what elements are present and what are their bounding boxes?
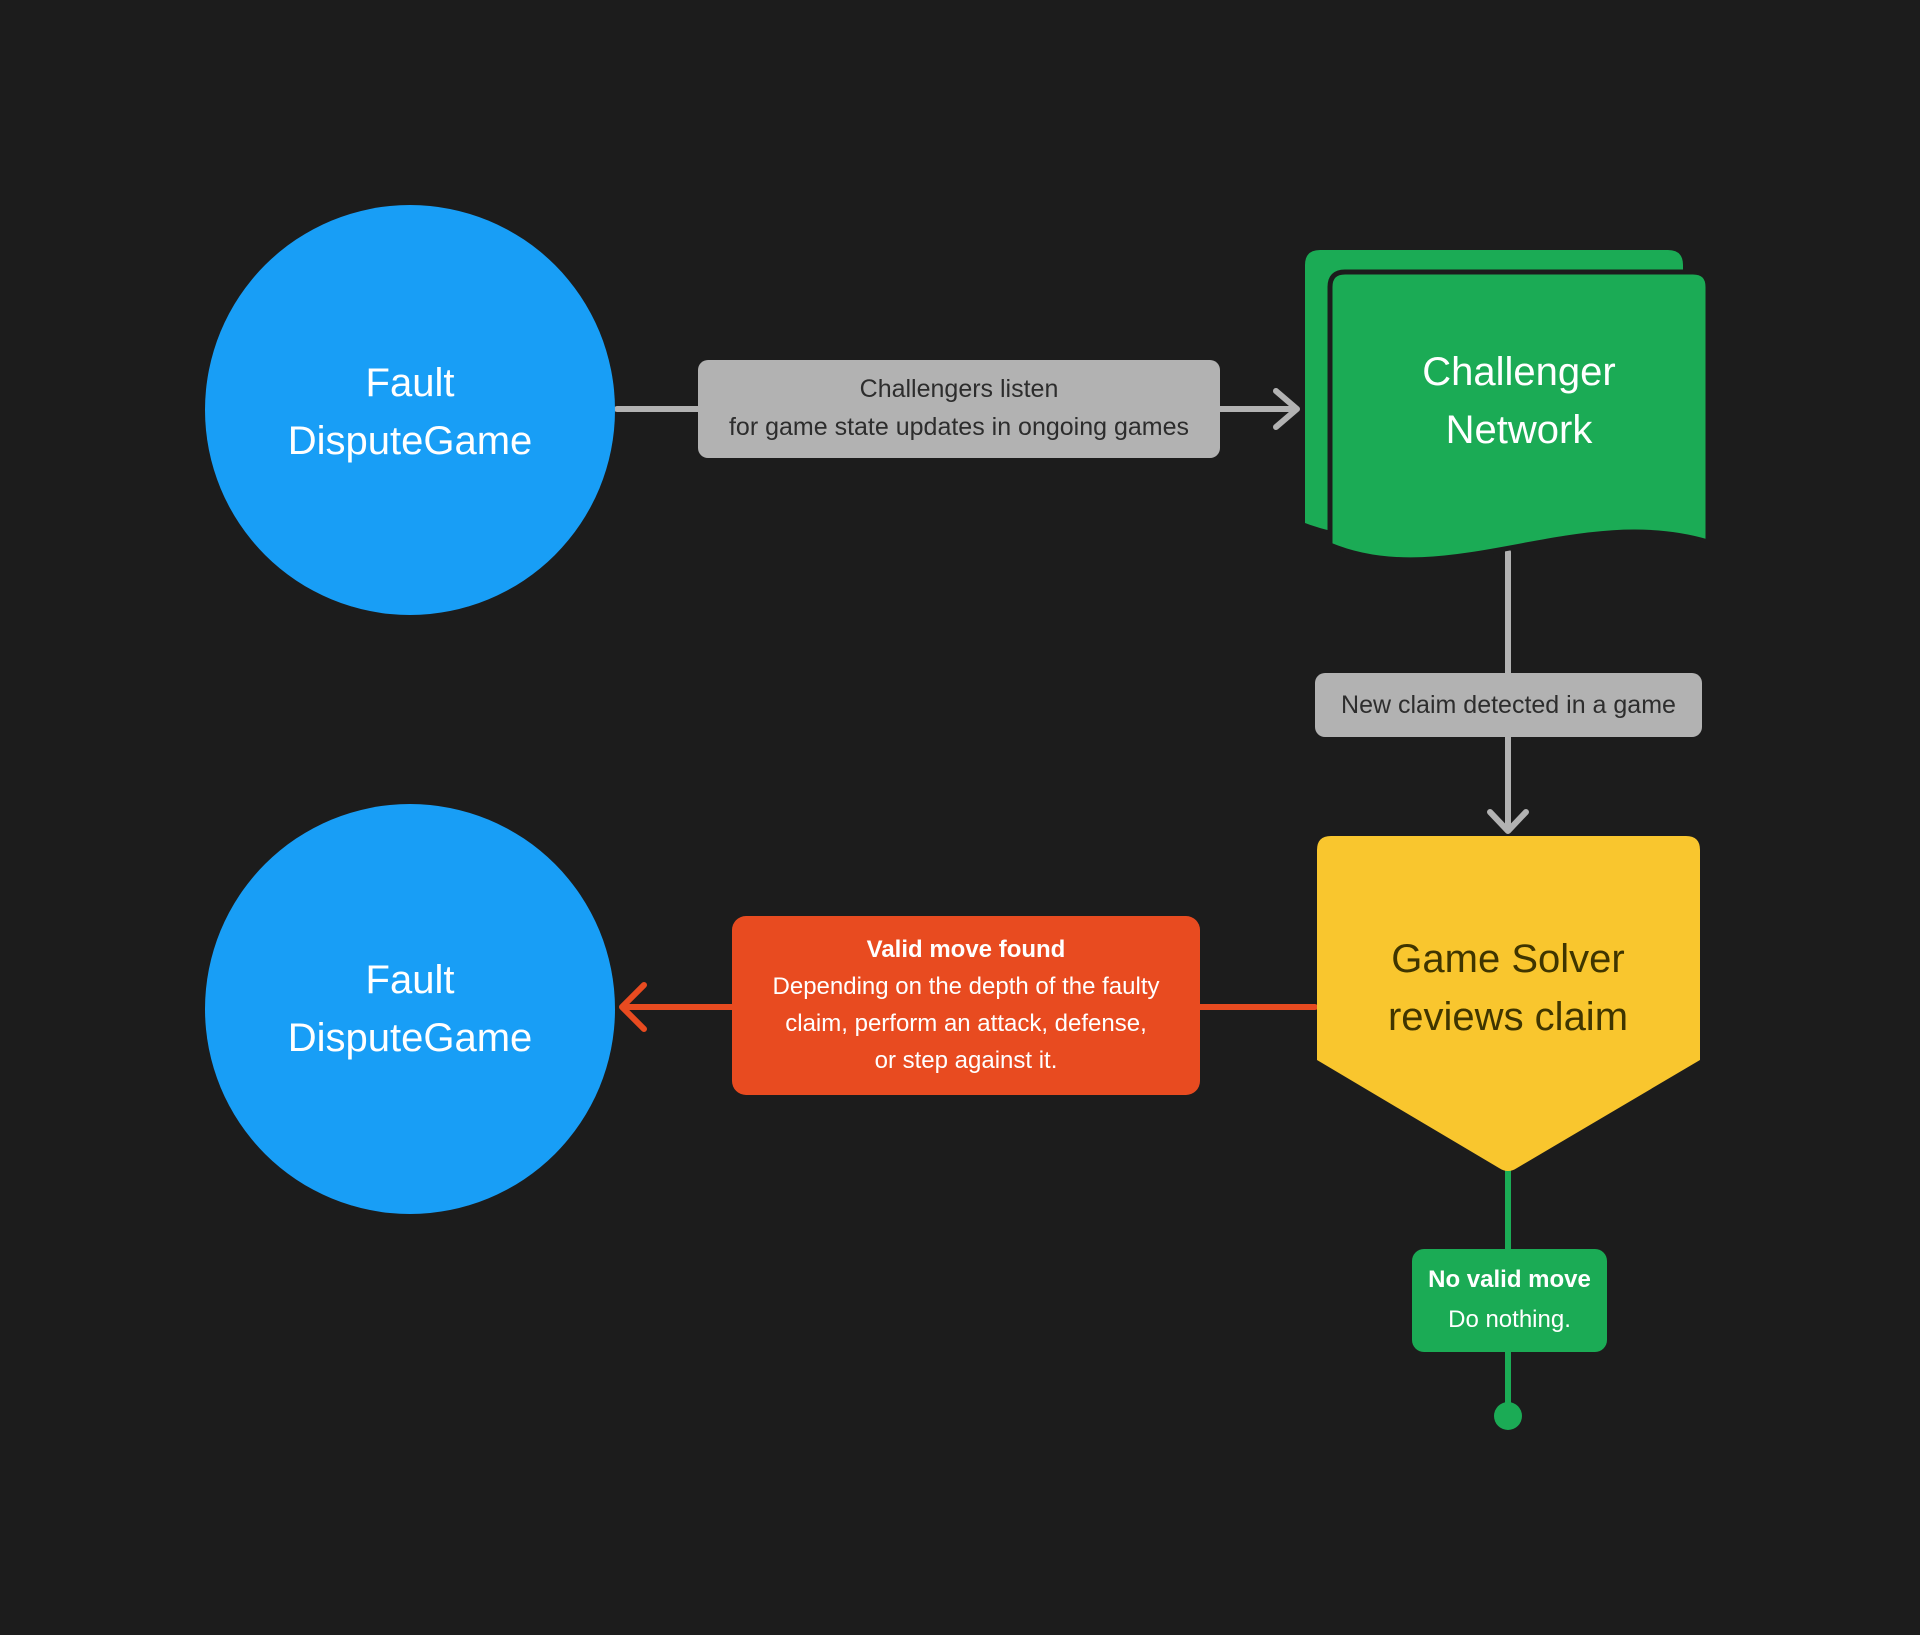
fault-bottom-label: Fault DisputeGame [288,951,533,1067]
challenger-network-shape [1327,269,1711,563]
fault-top-line2: DisputeGame [287,419,533,463]
challenger-network-line2: Network [1445,408,1593,452]
fault-top-line1: Fault [365,361,455,405]
node-fault-disputegame-top [205,205,615,615]
game-solver-label: Game Solver reviews claim [1388,930,1628,1046]
challenger-network-label: Challenger Network [1422,343,1615,459]
valid-move-title: Valid move found [866,936,1066,963]
callout-valid-move: Valid move found Depending on the depth … [732,916,1200,1095]
terminal-dot [1494,1402,1522,1430]
edge-label-new-claim: New claim detected in a game [1315,673,1702,737]
game-solver-line1: Game Solver [1391,937,1625,981]
game-solver-shape [1317,836,1700,1171]
no-valid-move-line1: Do nothing. [1448,1306,1571,1333]
arrow-left-icon [619,982,647,1032]
edge-label-challengers-listen: Challengers listen for game state update… [698,360,1220,458]
fault-bottom-line1: Fault [365,958,455,1002]
valid-move-line2: claim, perform an attack, defense, [785,1010,1147,1037]
challengers-listen-line1: Challengers listen [859,375,1059,403]
challengers-listen-line2: for game state updates in ongoing games [728,413,1190,441]
valid-move-line3: or step against it. [874,1047,1058,1074]
new-claim-text: New claim detected in a game [1341,691,1676,719]
arrow-right-icon [1273,388,1300,430]
fault-top-label: Fault DisputeGame [288,354,533,470]
fault-bottom-line2: DisputeGame [287,1016,533,1060]
challenger-network-line1: Challenger [1422,350,1616,394]
valid-move-line1: Depending on the depth of the faulty [772,973,1160,1000]
no-valid-move-title: No valid move [1428,1266,1591,1293]
arrow-down-icon [1487,809,1529,834]
node-fault-disputegame-bottom [205,804,615,1214]
callout-no-valid-move: No valid move Do nothing. [1412,1249,1607,1352]
game-solver-line2: reviews claim [1387,995,1629,1039]
